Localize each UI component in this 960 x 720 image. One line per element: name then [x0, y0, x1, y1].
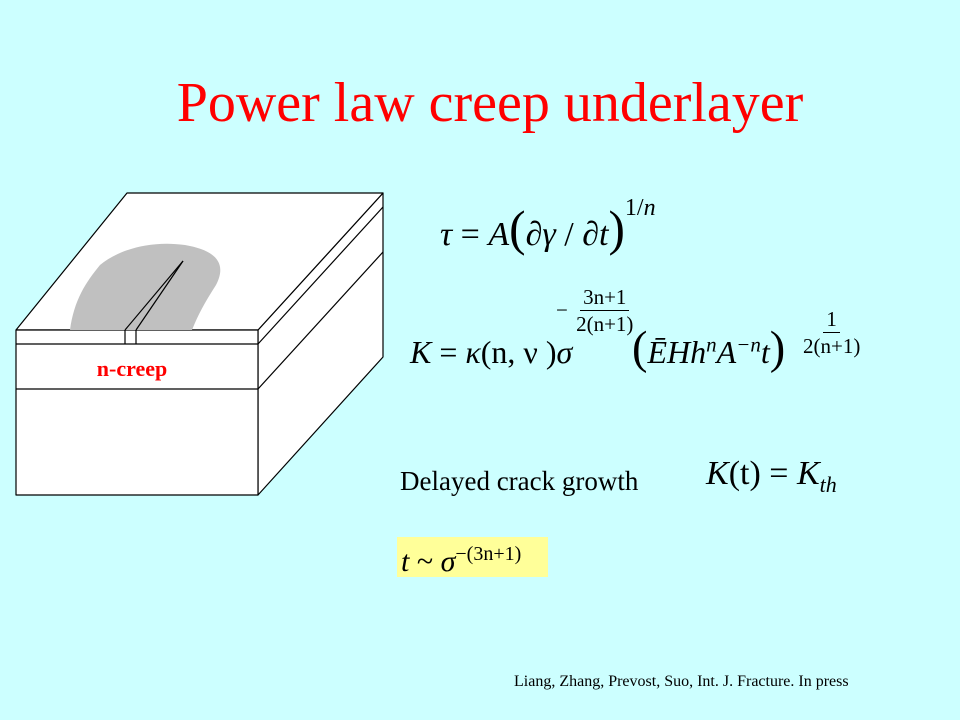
eq2-args: (n, ν ) — [480, 334, 557, 370]
eq1-exp-num: 1 — [624, 195, 637, 221]
crack-line-2 — [135, 260, 184, 331]
crack-line-1 — [124, 260, 184, 331]
eq2-power-den: 2(n+1) — [803, 334, 861, 359]
eq1-A: A — [488, 216, 510, 253]
eq1-slash: / — [555, 216, 583, 253]
eq4-sim: ~ — [416, 545, 434, 578]
eq1-tau: τ — [440, 216, 453, 253]
eq3-subscript: th — [819, 471, 837, 497]
eq2-power-num: 1 — [823, 308, 840, 334]
eq1-gamma: γ — [542, 216, 556, 253]
eq2-close-paren: ) — [769, 323, 786, 374]
eq4-exponent: −(3n+1) — [455, 543, 522, 565]
eq2-exp-minus: − — [556, 298, 568, 323]
slide-title: Power law creep underlayer — [176, 72, 804, 134]
eq3-equals: = — [769, 455, 789, 492]
right-face-line-2 — [257, 251, 384, 390]
eq2-A: A — [716, 334, 737, 370]
eq2-kappa: κ — [465, 334, 481, 370]
eq2-sigma: σ — [556, 334, 573, 370]
eq2-power-exponent: 1 2(n+1) — [800, 308, 863, 357]
n-creep-label: n-creep — [97, 356, 167, 381]
block-front-face — [15, 329, 259, 496]
citation: Liang, Zhang, Prevost, Suo, Int. J. Frac… — [514, 673, 849, 690]
eq1-partial-1: ∂ — [525, 216, 543, 253]
crack — [124, 260, 184, 344]
eq1-partial-2: ∂ — [582, 216, 600, 253]
highlight-box — [397, 537, 548, 577]
right-face-line-1 — [257, 206, 384, 345]
eq2-equals: = — [439, 334, 458, 370]
eq2-exp-fraction: 3n+1 2(n+1) — [573, 286, 636, 335]
eq2-paren-group: (ĒHhnA−nt) — [632, 323, 786, 374]
eq2-power-fraction: 1 2(n+1) — [800, 308, 863, 357]
eq1-exponent: 1/n — [625, 195, 656, 221]
equation-time-scaling: t ~ σ−(3n+1) — [401, 544, 521, 577]
eq3-K-th: K — [796, 455, 820, 492]
eq2-K: K — [410, 334, 432, 370]
eq4-sigma: σ — [440, 545, 456, 578]
eq1-t: t — [599, 216, 609, 253]
equation-threshold: K(t) = Kth — [706, 457, 837, 496]
eq2-exp-den: 2(n+1) — [576, 312, 634, 337]
equation-shear-stress: τ = A(∂γ / ∂t)1/n — [440, 196, 656, 253]
eq1-close-paren: ) — [608, 201, 625, 256]
eq2-open-paren: ( — [632, 323, 648, 374]
eq2-base: K = κ(n, ν )σ — [410, 336, 572, 368]
eq4-t: t — [401, 545, 410, 578]
layer-lines — [16, 206, 384, 390]
delayed-crack-growth-label: Delayed crack growth — [400, 466, 639, 496]
eq2-exp-negn: −n — [736, 332, 761, 357]
eq1-equals: = — [460, 216, 480, 253]
eq1-exp-n: n — [643, 195, 656, 221]
equation-stress-intensity: K = κ(n, ν )σ − 3n+1 2(n+1) (ĒHhnA−nt) 1… — [410, 286, 880, 382]
eq3-K: K — [706, 455, 729, 492]
eq1-open-paren: ( — [509, 201, 526, 256]
eq2-EHh: ĒHh — [647, 334, 707, 370]
eq1-exp-slash: / — [636, 195, 644, 221]
creep-zone — [70, 243, 221, 330]
eq2-exp-n1: n — [706, 332, 717, 357]
eq2-t: t — [760, 334, 770, 370]
eq2-sigma-exponent: − 3n+1 2(n+1) — [556, 286, 636, 335]
eq2-exp-num: 3n+1 — [580, 286, 630, 312]
eq3-arg: (t) — [728, 455, 761, 492]
